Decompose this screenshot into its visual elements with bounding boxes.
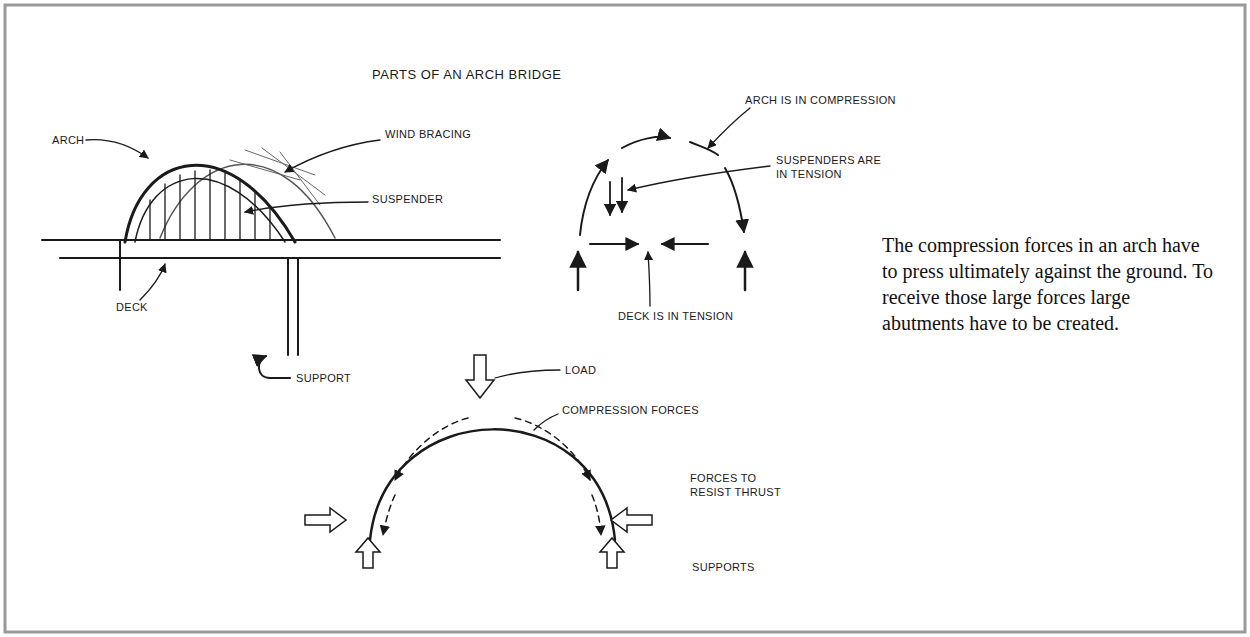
force-label: SUPPORTS (692, 560, 755, 574)
caption-text: The compression forces in an arch have t… (882, 232, 1217, 336)
part-label: SUPPORT (296, 371, 351, 385)
force-label: ARCH IS IN COMPRESSION (745, 93, 896, 107)
part-label: ARCH (52, 133, 84, 147)
force-label: SUSPENDERS ARE IN TENSION (776, 153, 888, 181)
force-label: LOAD (565, 363, 596, 377)
force-label: FORCES TO RESIST THRUST (690, 471, 790, 499)
force-label: DECK IS IN TENSION (618, 309, 733, 323)
diagram-title: PARTS OF AN ARCH BRIDGE (372, 67, 561, 82)
part-label: SUSPENDER (372, 192, 443, 206)
force-label: COMPRESSION FORCES (562, 403, 699, 417)
part-label: DECK (116, 300, 148, 314)
part-label: WIND BRACING (385, 127, 471, 141)
